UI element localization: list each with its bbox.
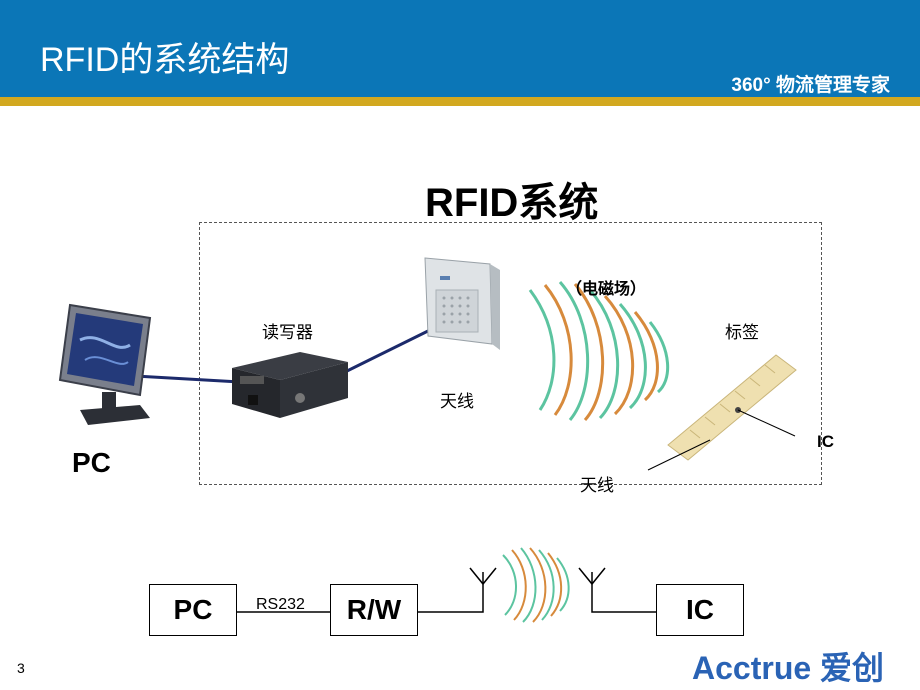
pc-reader-cable: [134, 374, 241, 384]
ic-label: IC: [817, 432, 834, 451]
tag-antenna-pointer-line: [647, 439, 711, 471]
antenna-label: 天线: [440, 392, 474, 411]
tagline: 360° 物流管理专家: [731, 75, 890, 96]
tag-label: 标签: [725, 323, 759, 342]
small-em-field-icon: [502, 547, 570, 623]
header-bar: [0, 0, 920, 97]
rfid-tag-icon: [667, 354, 797, 461]
rw-antenna-symbol: [469, 567, 497, 586]
ic-block: IC: [656, 584, 744, 636]
reader-antenna-icon: [424, 257, 500, 350]
tag-antenna-label: 天线: [580, 476, 614, 495]
reader-device-icon: [232, 352, 348, 418]
rs232-label: RS232: [256, 596, 305, 613]
page-number: 3: [17, 660, 25, 676]
reader-label: 读写器: [262, 323, 313, 342]
rfid-system-boundary: [199, 222, 822, 485]
rw-block: R/W: [330, 584, 418, 636]
reader-antenna-cable: [344, 328, 431, 374]
page-title: RFID的系统结构: [40, 41, 290, 79]
em-field-label: （电磁场）: [566, 281, 647, 298]
pc-block: PC: [149, 584, 237, 636]
acctrue-logo: Acctrue 爱创: [692, 650, 885, 686]
em-field-icon: [528, 281, 670, 421]
ic-antenna-symbol: [578, 567, 606, 586]
system-title: RFID系统: [425, 181, 599, 225]
header-stripe: [0, 97, 920, 106]
rw-antenna-line: [416, 572, 484, 613]
ic-antenna-line: [591, 572, 656, 613]
pc-monitor-icon: [58, 303, 152, 425]
pc-label: PC: [72, 447, 111, 478]
ic-pointer-line: [737, 409, 796, 437]
